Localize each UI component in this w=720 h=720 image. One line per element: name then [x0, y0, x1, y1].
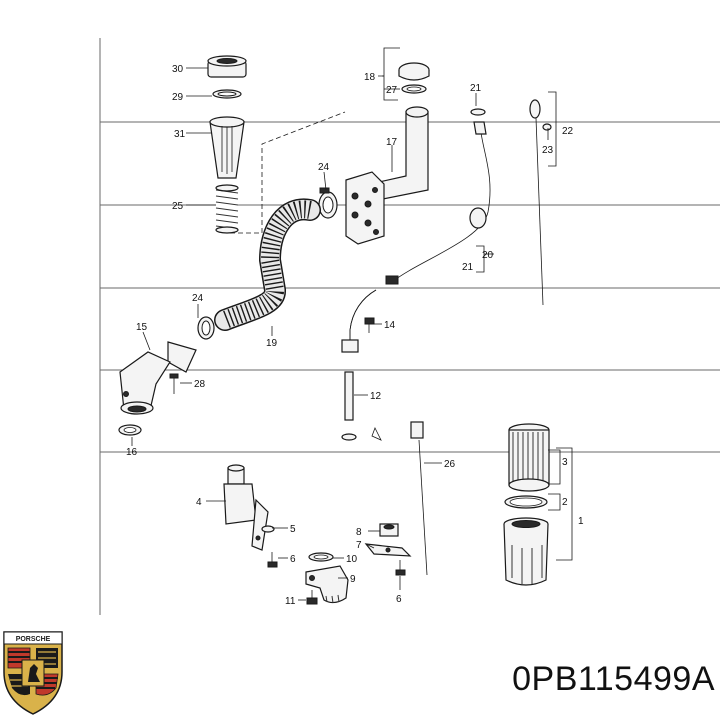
callout-10: 10 — [346, 554, 358, 565]
sealing-ring-part — [212, 89, 242, 99]
dipstick-part — [410, 421, 428, 576]
callout-labels: 30 29 31 25 18 27 17 24 21 22 23 20 21 2… — [126, 64, 584, 607]
callout-2: 2 — [562, 497, 568, 508]
callout-28: 28 — [194, 379, 206, 390]
callout-22: 22 — [562, 126, 574, 137]
callout-19: 19 — [266, 338, 278, 349]
callout-15: 15 — [136, 322, 148, 333]
callout-11: 11 — [285, 596, 296, 607]
callout-18: 18 — [364, 72, 376, 83]
filter-housing-part — [503, 517, 549, 586]
callout-14: 14 — [384, 320, 396, 331]
callout-27: 27 — [386, 85, 398, 96]
screw-part — [267, 552, 278, 568]
callout-5: 5 — [290, 524, 296, 535]
callout-8: 8 — [356, 527, 362, 538]
screw-part — [395, 560, 406, 576]
callout-21: 21 — [470, 83, 482, 94]
callout-3: 3 — [562, 457, 568, 468]
spring-part — [215, 184, 239, 234]
bolt-part — [364, 317, 375, 333]
cable-assembly-part — [385, 108, 491, 285]
nut-part — [379, 523, 399, 537]
callout-29: 29 — [172, 92, 184, 103]
breather-hose-part — [214, 198, 321, 331]
guide-tube-part — [341, 289, 377, 353]
callout-26: 26 — [444, 459, 456, 470]
screw-part — [169, 373, 179, 394]
callout-23: 23 — [542, 145, 554, 156]
hose-clamp-part — [318, 187, 338, 219]
o-ring-part — [308, 552, 334, 562]
bracket-part — [364, 543, 412, 557]
gasket-part — [118, 424, 142, 436]
connecting-tube-part — [341, 371, 382, 441]
callout-25: 25 — [172, 201, 184, 212]
callout-31: 31 — [174, 129, 186, 140]
callout-16: 16 — [126, 447, 138, 458]
crest-wordmark: PORSCHE — [16, 636, 51, 643]
part-number-label: 0PB115499A — [512, 660, 715, 698]
o-ring-part — [401, 84, 427, 94]
callout-30: 30 — [172, 64, 184, 75]
breather-cap-part — [398, 62, 430, 81]
elbow-connector-part — [119, 341, 197, 415]
bolt-part — [306, 590, 318, 605]
porsche-crest-logo: PORSCHE — [3, 631, 63, 715]
pump-part — [305, 565, 349, 604]
callout-6: 6 — [396, 594, 402, 605]
hose-clamp-part — [197, 316, 215, 340]
leader-lines — [131, 47, 573, 601]
filler-tube-part — [209, 116, 245, 179]
thermostat-valve-part — [223, 464, 269, 551]
callout-17: 17 — [386, 137, 398, 148]
callout-12: 12 — [370, 391, 382, 402]
callout-6: 6 — [290, 554, 296, 565]
callout-7: 7 — [356, 540, 362, 551]
callout-1: 1 — [578, 516, 584, 527]
callout-20: 20 — [482, 250, 494, 261]
oil-filter-part — [508, 423, 550, 492]
callout-21: 21 — [462, 262, 474, 273]
washer-part — [261, 525, 275, 533]
filler-cap-part — [207, 55, 247, 78]
callout-24: 24 — [192, 293, 204, 304]
callout-4: 4 — [196, 497, 202, 508]
filter-seal-part — [504, 495, 548, 509]
oil-tank-pipe-part — [345, 106, 429, 245]
callout-24: 24 — [318, 162, 330, 173]
dipstick-part — [529, 99, 552, 306]
callout-9: 9 — [350, 574, 356, 585]
